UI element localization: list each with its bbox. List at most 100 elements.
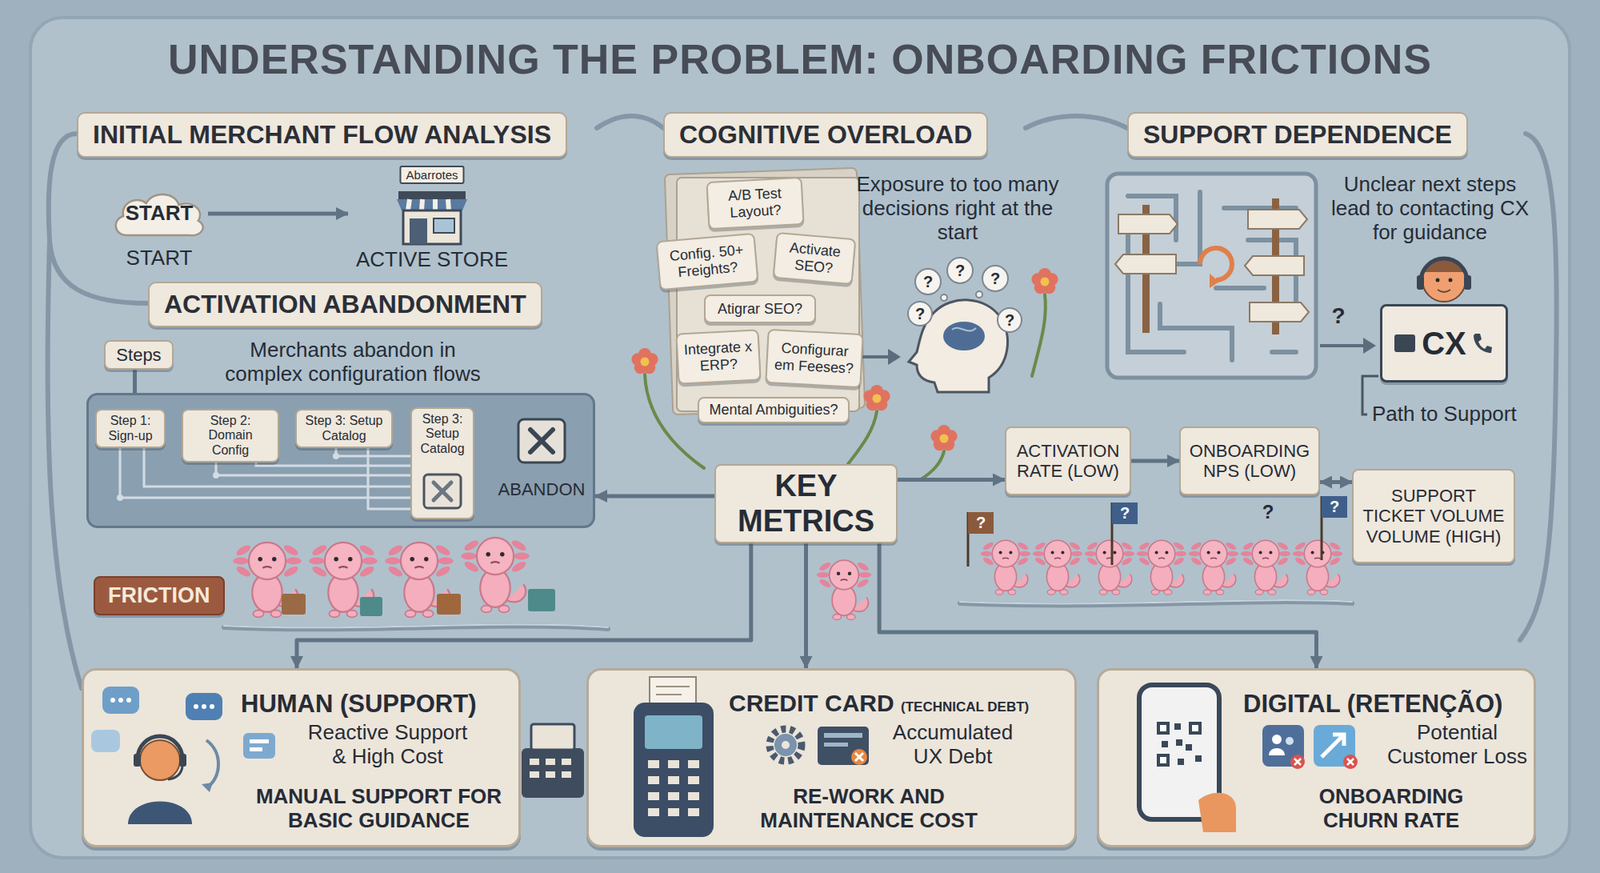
decor-g: [48, 116, 1557, 688]
question-note: Mental Ambiguities?: [697, 396, 850, 424]
decor-g: [529, 758, 572, 778]
node-text: Mental Ambiguities?: [704, 401, 844, 419]
decor-rect: [529, 758, 540, 765]
decor-circle: [781, 740, 790, 749]
flow-panel: Merchants abandon in complex configurati…: [86, 392, 596, 528]
decor-rect: [1161, 740, 1168, 748]
decor-circle: [976, 291, 983, 298]
decor-rect: [1192, 724, 1199, 732]
decor-rect: [243, 732, 276, 759]
decor-use: [1240, 540, 1291, 595]
node-text: ACTIVATION RATE (LOW): [1012, 440, 1124, 482]
connector-arrow: [296, 543, 752, 668]
question-mark: ?: [1331, 303, 1345, 329]
connector-arrow: [208, 212, 348, 216]
section-heading: SUPPORT DEPENDENCE: [1127, 112, 1468, 158]
decor-rect: [102, 686, 140, 714]
node-text: ONBOARDING NPS (LOW): [1187, 440, 1312, 482]
decor-path: [1248, 209, 1308, 229]
decor-rect: [688, 792, 700, 800]
decor-circle: [116, 494, 124, 501]
decor-path: [888, 348, 901, 365]
decor-rect: [668, 792, 680, 800]
decor-g: [908, 257, 1022, 332]
decor-path: [644, 374, 704, 468]
decor-rect: [817, 726, 869, 765]
decor-circle: [1448, 278, 1453, 283]
decor-circle: [209, 704, 215, 709]
section-heading: COGNITIVE OVERLOAD: [663, 112, 988, 158]
question-mark: ?: [1329, 497, 1340, 516]
decor-path: [1268, 748, 1285, 756]
decor-rect: [688, 808, 700, 816]
store-icon: AbarrotesACTIVE STORE: [348, 164, 516, 272]
decor-rect: [1160, 724, 1167, 732]
node-text: COGNITIVE OVERLOAD: [679, 120, 972, 150]
decor-use: [1031, 268, 1058, 294]
decor-circle: [915, 268, 941, 295]
node-text: DIGITAL (RETENÇÃO): [1243, 689, 1532, 719]
node-text: ACTIVE STORE: [348, 248, 516, 272]
node-text: FRICTION: [108, 583, 211, 608]
node-text: RE-WORK AND MAINTENANCE COST: [748, 784, 989, 832]
decor-rect: [1195, 755, 1202, 762]
decor-rect: [531, 724, 575, 750]
node-text: Step 3: Setup Catalog: [303, 413, 385, 444]
decor-circle: [332, 452, 340, 460]
abandon-mark: ABANDON: [493, 417, 590, 506]
decor-rect: [179, 753, 187, 767]
decor-rect: [545, 758, 556, 765]
node-text: Reactive Support & High Cost: [301, 720, 474, 768]
decor-rect: [424, 474, 461, 508]
question-mark: ?: [990, 269, 1000, 288]
decor-circle: [997, 308, 1022, 332]
decor-svg: [393, 188, 471, 246]
decor-path: [128, 801, 192, 825]
decor-path: [1244, 256, 1304, 276]
decor-svg: [588, 670, 590, 672]
question-note: Integrate x ERP?: [675, 328, 761, 384]
decor-use: [816, 560, 872, 620]
connector-arrow: [595, 494, 715, 499]
question-mark: ?: [923, 272, 933, 292]
decor-rect: [403, 210, 461, 244]
decor-path: [656, 686, 690, 695]
decor-path: [1115, 254, 1176, 274]
decor-g: [1160, 724, 1199, 764]
decor-path: [1249, 302, 1309, 322]
metric-box: ONBOARDING NPS (LOW): [1179, 426, 1320, 496]
decor-g: [968, 496, 1322, 567]
annotation-text: Exposure to too many decisions right at …: [841, 172, 1074, 245]
node-text: Steps: [112, 344, 166, 365]
decor-rect: [1185, 744, 1192, 751]
decor-rect: [249, 739, 269, 744]
decor-rect: [436, 593, 461, 615]
decor-circle: [110, 697, 116, 703]
decor-g: [193, 704, 215, 709]
step-box: Step 2: Domain Config: [181, 408, 280, 463]
decor-path: [1320, 344, 1365, 348]
section-heading: INITIAL MERCHANT FLOW ANALYSIS: [76, 112, 568, 158]
decor-circle: [1285, 736, 1294, 745]
node-text: ABANDON: [498, 479, 586, 500]
impact-panel: HUMAN (SUPPORT)Reactive Support & High C…: [81, 668, 521, 848]
decor-rect: [668, 776, 680, 784]
decor-svg: [1470, 331, 1495, 356]
decor-path: [1437, 289, 1451, 292]
impact-panel: DIGITAL (RETENÇÃO)Potential Customer Los…: [1096, 668, 1536, 848]
node-text: Step 1: Sign-up: [103, 413, 158, 444]
decor-path: [855, 752, 864, 761]
decor-rect: [668, 808, 680, 816]
hub-box: KEY METRICS: [714, 464, 898, 544]
decor-circle: [118, 697, 124, 703]
node-text: Config. 50+ Freights?: [662, 241, 752, 283]
connector-arrow: [897, 477, 1005, 482]
decor-rect: [1394, 334, 1416, 352]
decor-rect: [1107, 173, 1316, 378]
tag-box: FRICTION: [93, 576, 225, 616]
decor-circle: [769, 728, 802, 761]
decor-rect: [398, 191, 466, 200]
decor-circle: [774, 733, 797, 756]
node-text: Integrate x ERP?: [682, 338, 755, 376]
decor-rect: [688, 760, 700, 768]
